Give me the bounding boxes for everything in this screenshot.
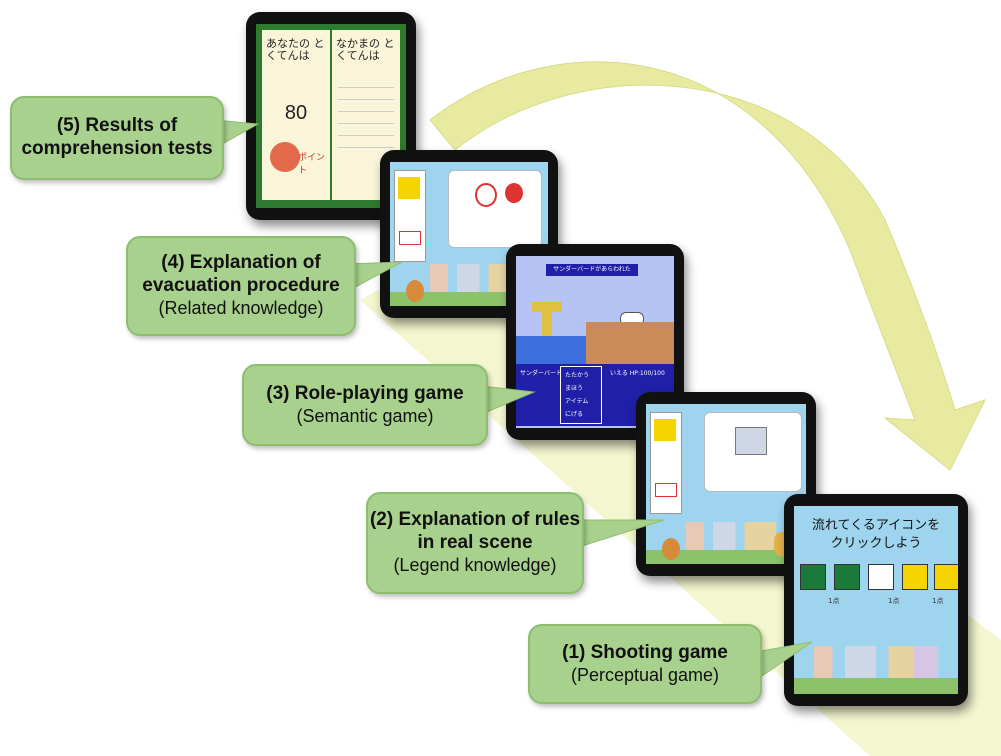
- rock-pillar: [542, 312, 552, 338]
- ground: [586, 322, 674, 364]
- rpg-command[interactable]: まほう: [565, 385, 584, 392]
- shooting-score: 1点: [932, 597, 944, 605]
- callout-1-line1: (1) Shooting game: [562, 641, 728, 663]
- pointer-3: [481, 385, 536, 415]
- shooting-title-line1: 流れてくるアイコンを: [811, 518, 941, 533]
- callout-1-sub: (Perceptual game): [570, 664, 720, 685]
- callout-step-5: (5) Results of comprehension tests: [10, 96, 224, 180]
- answer-box: [655, 483, 677, 497]
- results-screen: あなたの とくてんは 80 ポイント なかまの とくてんは: [256, 24, 406, 208]
- callout-step-2: (2) Explanation of rules in real scene (…: [366, 492, 584, 594]
- rules-left-panel: [650, 412, 682, 514]
- evacuation-left-panel: [394, 170, 426, 262]
- evacuation-screen: [390, 162, 548, 306]
- callout-3-sub: (Semantic game): [296, 405, 434, 426]
- rpg-command-box: たたかう まほう アイテム にげる: [560, 366, 602, 424]
- shooting-score: 1点: [828, 597, 840, 605]
- curved-arrow: [429, 61, 986, 471]
- tunnel-icon: [654, 419, 676, 441]
- emergency-exit-sign-icon[interactable]: [800, 564, 826, 590]
- pointer-1: [755, 641, 813, 681]
- dog-character-icon: [406, 280, 424, 302]
- callout-step-3: (3) Role-playing game (Semantic game): [242, 364, 488, 446]
- rpg-hp: いえる HP:100/100: [610, 370, 665, 377]
- rpg-command[interactable]: たたかう: [565, 372, 590, 379]
- buildings: [814, 646, 938, 678]
- answer-box: [399, 231, 421, 245]
- sign-photo-icon: [735, 427, 767, 455]
- dog-character-icon: [662, 538, 680, 560]
- rpg-command[interactable]: アイテム: [565, 398, 589, 405]
- callout-3-line1: (3) Role-playing game: [266, 382, 464, 404]
- tablet-evacuation: [380, 150, 558, 318]
- results-right-title: なかまの とくてんは: [336, 37, 395, 63]
- rules-screen: [646, 404, 806, 564]
- buildings: [430, 264, 520, 292]
- exit-sign-icon[interactable]: [834, 564, 860, 590]
- results-score: 80: [284, 102, 308, 124]
- rpg-banner: サンダーバードがあらわれた: [546, 264, 638, 276]
- callout-2-line2: in real scene: [417, 532, 533, 554]
- results-table: [338, 76, 394, 152]
- paw-stamp-icon: [270, 142, 300, 172]
- results-point-label: ポイント: [298, 153, 326, 176]
- shooting-score: 1点: [888, 597, 900, 605]
- tablet-results: あなたの とくてんは 80 ポイント なかまの とくてんは: [246, 12, 416, 220]
- buildings: [686, 522, 776, 550]
- rules-speech-bubble: [704, 412, 802, 492]
- callout-4-sub: (Related knowledge): [158, 298, 324, 318]
- tablet-rpg: サンダーバードがあらわれた サンダーバード たたかう まほう アイテム にげる …: [506, 244, 684, 440]
- callout-4-line1: (4) Explanation of: [161, 252, 321, 274]
- t-shaped-rock: [532, 302, 562, 312]
- results-left-page: あなたの とくてんは 80 ポイント: [262, 30, 330, 200]
- bridge-sign-icon[interactable]: [934, 564, 958, 590]
- alarm-icon: [505, 183, 523, 203]
- callout-4-line2: evacuation procedure: [142, 275, 340, 297]
- rpg-command[interactable]: にげる: [565, 411, 584, 418]
- tunnel-icon: [398, 177, 420, 199]
- tablet-shooting: 流れてくるアイコンを クリックしよう 1点 1点 1点: [784, 494, 968, 706]
- tablet-rules: [636, 392, 816, 576]
- door-sign-icon[interactable]: [868, 564, 894, 590]
- water: [516, 336, 586, 364]
- callout-2-line1: (2) Explanation of rules: [369, 509, 581, 531]
- grass: [794, 678, 958, 694]
- callout-2-sub: (Legend knowledge): [393, 555, 557, 575]
- callout-5-line1: (5) Results of: [56, 115, 178, 137]
- rpg-name: サンダーバード: [520, 370, 562, 377]
- callout-step-1: (1) Shooting game (Perceptual game): [528, 624, 762, 704]
- grass: [646, 550, 806, 564]
- shooting-screen: 流れてくるアイコンを クリックしよう 1点 1点 1点: [794, 506, 958, 694]
- callout-5-line2: comprehension tests: [21, 138, 213, 159]
- shooting-title-line2: クリックしよう: [830, 536, 922, 551]
- evacuation-speech-bubble: [448, 170, 542, 248]
- results-left-title: あなたの とくてんは: [266, 37, 325, 63]
- pointer-2: [575, 519, 665, 549]
- clock-icon: [475, 183, 497, 207]
- callout-step-4: (4) Explanation of evacuation procedure …: [126, 236, 356, 336]
- tunnel-sign-icon[interactable]: [902, 564, 928, 590]
